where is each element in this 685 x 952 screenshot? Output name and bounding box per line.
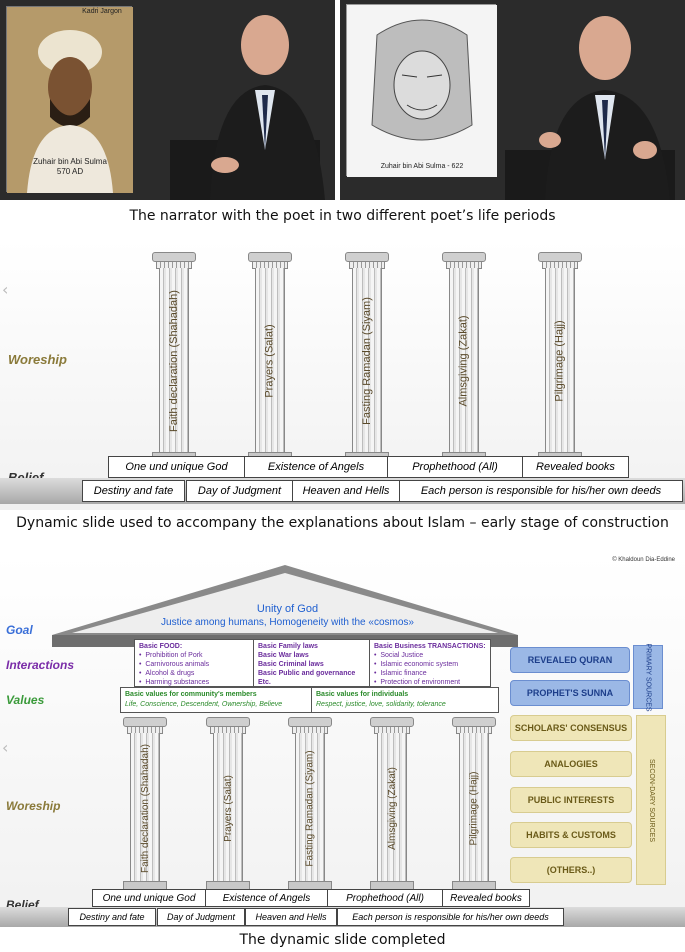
belief-box-god: One und unique God [108, 456, 245, 478]
belief2-box-angels: Existence of Angels [205, 889, 328, 907]
caption-complete: The dynamic slide completed [239, 932, 446, 948]
pillar-2-4-label: Almsgiving (Zakat) [386, 766, 398, 850]
narrator-image [170, 15, 325, 200]
photo-right: Zuhair bin Abi Sulma - 622 [340, 0, 685, 200]
primary-sources-label: PRIMARY SOURCES [633, 643, 663, 711]
values-individuals: Basic values for individuals Respect, ju… [311, 687, 499, 713]
painting-tag: Kadri Jargon [82, 8, 122, 15]
roof-subtitle: Justice among humans, Homogeneity with t… [161, 617, 414, 628]
belief-box-heaven: Heaven and Hells [292, 480, 400, 502]
pillar-2-3-label: Fasting Ramadan (Siyam) [304, 749, 316, 867]
pillar-1-label: Faith declaration (Shahadah) [168, 289, 180, 432]
source-analogies: ANALOGIES [510, 751, 632, 777]
pillar-4-label: Almsgiving (Zakat) [458, 314, 471, 407]
business-item: • Islamic economic system [374, 661, 459, 668]
photo-left: Kadri Jargon Zuhair bin Abi Sulma 570 AD [0, 0, 335, 200]
chevron-left-icon-2[interactable]: ‹ [2, 738, 9, 757]
food-item: • Carnivorous animals [139, 661, 210, 668]
goal-label: Goal [6, 623, 33, 637]
belief2-box-prophethood: Prophethood (All) [327, 889, 443, 907]
worship-label: Woreship [8, 352, 67, 367]
source-public-interests: PUBLIC INTERESTS [510, 787, 632, 813]
chevron-left-icon[interactable]: ‹ [2, 280, 9, 299]
values-individuals-text: Respect, justice, love, solidarity, tole… [316, 701, 446, 708]
interaction-food: Basic FOOD: • Prohibition of Pork • Carn… [134, 639, 254, 687]
belief-box-judgment: Day of Judgment [186, 480, 293, 502]
food-item: • Alcohol & drugs [139, 670, 195, 677]
food-item: • Prohibition of Pork [139, 652, 203, 659]
roof-title: Unity of God [256, 603, 319, 615]
laws-line: Basic Criminal laws [258, 661, 324, 668]
source-consensus: SCHOLARS' CONSENSUS [510, 715, 632, 741]
values-label: Values [6, 693, 45, 707]
business-item: • Islamic finance [374, 670, 427, 677]
values-individuals-title: Basic values for individuals [316, 691, 409, 698]
pillar-3-label: Fasting Ramadan (Siyam) [361, 296, 373, 425]
source-sunna: PROPHET'S SUNNA [510, 680, 630, 706]
belief2-box-books: Revealed books [442, 889, 530, 907]
slide-early: ‹ Woreship Belief Faith declaration (Sha… [0, 240, 685, 510]
poet-portrait-image [7, 7, 133, 193]
secondary-sources-label: SECON-DARY SOURCES [636, 715, 666, 885]
source-habits: HABITS & CUSTOMS [510, 822, 632, 848]
laws-line: Basic Public and governance [258, 670, 356, 677]
food-item: • Harming substances [139, 679, 210, 686]
belief-box-destiny: Destiny and fate [82, 480, 185, 502]
painting-caption-year: 570 AD [56, 167, 84, 176]
belief2-box-destiny: Destiny and fate [68, 908, 156, 926]
belief-box-prophethood: Prophethood (All) [387, 456, 523, 478]
belief2-box-judgment: Day of Judgment [157, 908, 245, 926]
pillar-2-label: Prayers (Salat) [264, 323, 277, 398]
laws-line: Basic Family laws [258, 643, 318, 650]
poet-painting: Kadri Jargon Zuhair bin Abi Sulma 570 AD [6, 6, 133, 193]
belief2-box-god: One und unique God [92, 889, 206, 907]
values-community-title: Basic values for community's members [125, 691, 257, 698]
pillar-2-5-label: Pilgrimage (Hajj) [468, 771, 480, 845]
food-title: Basic FOOD: [139, 643, 183, 650]
business-title: Basic Business TRANSACTIONS: [374, 643, 486, 650]
source-quran: REVEALED QURAN [510, 647, 630, 673]
caption-photos: The narrator with the poet in two differ… [129, 208, 556, 224]
caption-early: Dynamic slide used to accompany the expl… [16, 515, 669, 531]
belief-box-angels: Existence of Angels [244, 456, 388, 478]
pillar-2-2-label: Prayers (Salat) [222, 774, 234, 842]
values-community-text: Life, Conscience, Descendent, Ownership,… [125, 701, 283, 708]
interaction-laws: Basic Family laws Basic War laws Basic C… [253, 639, 370, 687]
poet-old-sketch-image [347, 5, 497, 177]
pillar-5-label: Pilgrimage (Hajj) [554, 319, 567, 402]
narrator-image-2 [505, 16, 675, 200]
interaction-business: Basic Business TRANSACTIONS: • Social Ju… [369, 639, 491, 687]
sketch-caption: Zuhair bin Abi Sulma - 622 [380, 163, 464, 170]
belief2-box-responsibility: Each person is responsible for his/her o… [337, 908, 564, 926]
belief-box-books: Revealed books [522, 456, 629, 478]
belief-box-responsibility: Each person is responsible for his/her o… [399, 480, 683, 502]
laws-line: Basic War laws [258, 652, 309, 659]
painting-caption-name: Zuhair bin Abi Sulma [33, 157, 107, 166]
worship-label-2: Woreship [6, 799, 61, 813]
pillar-2-1-label: Faith declaration (Shahadah) [139, 743, 151, 873]
interactions-label: Interactions [6, 658, 75, 672]
business-item: • Protection of environment [374, 679, 461, 686]
laws-line: Etc. [258, 679, 271, 686]
copyright: © Khaldoun Dia-Eddine [612, 557, 675, 563]
business-item: • Social Justice [374, 652, 424, 659]
values-community: Basic values for community's members Lif… [120, 687, 312, 713]
slide-complete: © Khaldoun Dia-Eddine Unity of God Justi… [0, 555, 685, 927]
belief2-box-heaven: Heaven and Hells [245, 908, 337, 926]
source-others: (OTHERS..) [510, 857, 632, 883]
poet-sketch: Zuhair bin Abi Sulma - 622 [346, 4, 497, 177]
